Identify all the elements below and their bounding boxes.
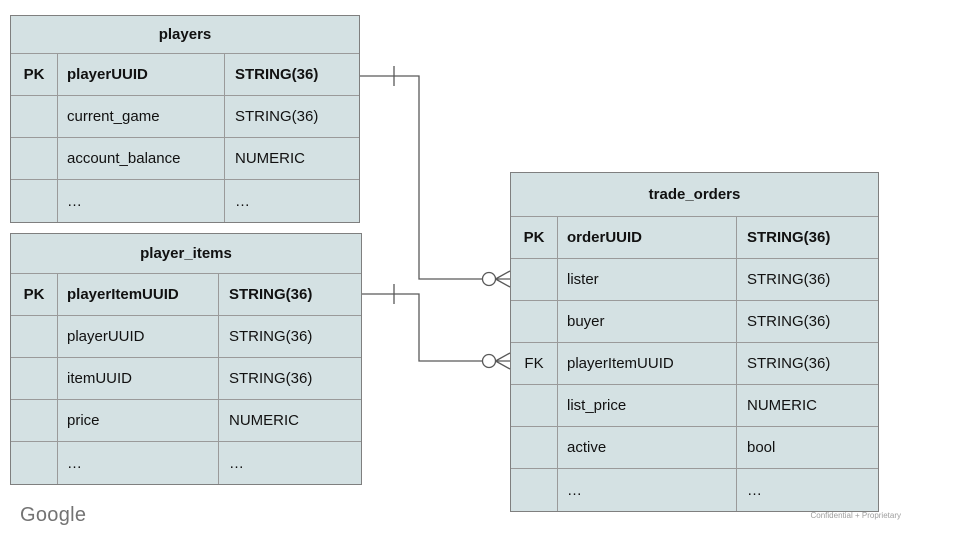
column-name-cell: playerUUID — [58, 316, 219, 357]
key-cell — [511, 427, 558, 468]
table-row: itemUUID STRING(36) — [11, 358, 361, 400]
table-row: PK playerItemUUID STRING(36) — [11, 274, 361, 316]
column-type-cell: … — [747, 481, 762, 499]
column-name-cell: lister — [558, 259, 737, 300]
column-type-cell: STRING(36) — [229, 328, 313, 345]
crow-foot-many-icon — [495, 270, 511, 288]
table-row: … … — [11, 180, 359, 222]
column-name-cell: current_game — [58, 96, 225, 137]
column-type-cell: STRING(36) — [235, 66, 319, 83]
relationship-players-to-trade-orders — [360, 66, 511, 288]
column-name-cell: playerItemUUID — [558, 343, 737, 384]
key-cell — [11, 180, 58, 222]
key-cell: PK — [11, 54, 58, 95]
entity-table-player-items: player_items PK playerItemUUID STRING(36… — [10, 233, 362, 485]
column-name-cell: playerItemUUID — [58, 274, 219, 315]
column-name-cell: price — [58, 400, 219, 441]
cardinality-zero-circle-icon — [481, 353, 497, 369]
column-name-cell: … — [558, 469, 737, 511]
column-type-cell: STRING(36) — [235, 108, 319, 125]
table-row: playerUUID STRING(36) — [11, 316, 361, 358]
column-type-cell: … — [229, 454, 244, 472]
table-row: PK playerUUID STRING(36) — [11, 54, 359, 96]
column-type-cell: STRING(36) — [747, 313, 831, 330]
crow-foot-many-icon — [495, 352, 511, 370]
column-type-cell: … — [235, 192, 250, 210]
key-cell — [11, 400, 58, 441]
key-cell: PK — [511, 217, 558, 258]
key-cell — [11, 316, 58, 357]
column-type-cell: STRING(36) — [229, 370, 313, 387]
table-row: active bool — [511, 427, 878, 469]
table-title-trade-orders: trade_orders — [511, 173, 878, 217]
key-cell — [11, 358, 58, 399]
table-row: … … — [511, 469, 878, 511]
key-cell: FK — [511, 343, 558, 384]
connector-line — [360, 75, 482, 280]
table-row: account_balance NUMERIC — [11, 138, 359, 180]
key-cell — [511, 301, 558, 342]
column-name-cell: playerUUID — [58, 54, 225, 95]
column-type-cell: STRING(36) — [747, 229, 831, 246]
key-cell — [511, 385, 558, 426]
table-row: lister STRING(36) — [511, 259, 878, 301]
entity-table-players: players PK playerUUID STRING(36) current… — [10, 15, 360, 223]
connector-line — [362, 293, 482, 362]
key-cell — [511, 259, 558, 300]
column-name-cell: buyer — [558, 301, 737, 342]
column-type-cell: NUMERIC — [747, 397, 817, 414]
column-name-cell: … — [58, 180, 225, 222]
column-type-cell: STRING(36) — [747, 271, 831, 288]
column-name-cell: orderUUID — [558, 217, 737, 258]
column-name-cell: active — [558, 427, 737, 468]
table-title-player-items: player_items — [11, 234, 361, 274]
table-row: PK orderUUID STRING(36) — [511, 217, 878, 259]
confidential-note: Confidential + Proprietary — [810, 511, 902, 520]
key-cell — [511, 469, 558, 511]
table-row: current_game STRING(36) — [11, 96, 359, 138]
column-type-cell: bool — [747, 439, 776, 456]
key-cell — [11, 138, 58, 179]
column-name-cell: account_balance — [58, 138, 225, 179]
table-row: … … — [11, 442, 361, 484]
google-logo: Google — [20, 504, 87, 526]
table-row: FK playerItemUUID STRING(36) — [511, 343, 878, 385]
column-type-cell: STRING(36) — [229, 286, 313, 303]
key-cell: PK — [11, 274, 58, 315]
relationship-player-items-to-trade-orders — [362, 284, 511, 370]
table-row: buyer STRING(36) — [511, 301, 878, 343]
key-cell — [11, 442, 58, 484]
cardinality-zero-circle-icon — [481, 271, 497, 287]
column-type-cell: NUMERIC — [235, 150, 305, 167]
table-title-players: players — [11, 16, 359, 54]
column-type-cell: STRING(36) — [747, 355, 831, 372]
table-row: price NUMERIC — [11, 400, 361, 442]
table-row: list_price NUMERIC — [511, 385, 878, 427]
column-name-cell: list_price — [558, 385, 737, 426]
column-name-cell: … — [58, 442, 219, 484]
key-cell — [11, 96, 58, 137]
column-name-cell: itemUUID — [58, 358, 219, 399]
entity-table-trade-orders: trade_orders PK orderUUID STRING(36) lis… — [510, 172, 879, 512]
column-type-cell: NUMERIC — [229, 412, 299, 429]
